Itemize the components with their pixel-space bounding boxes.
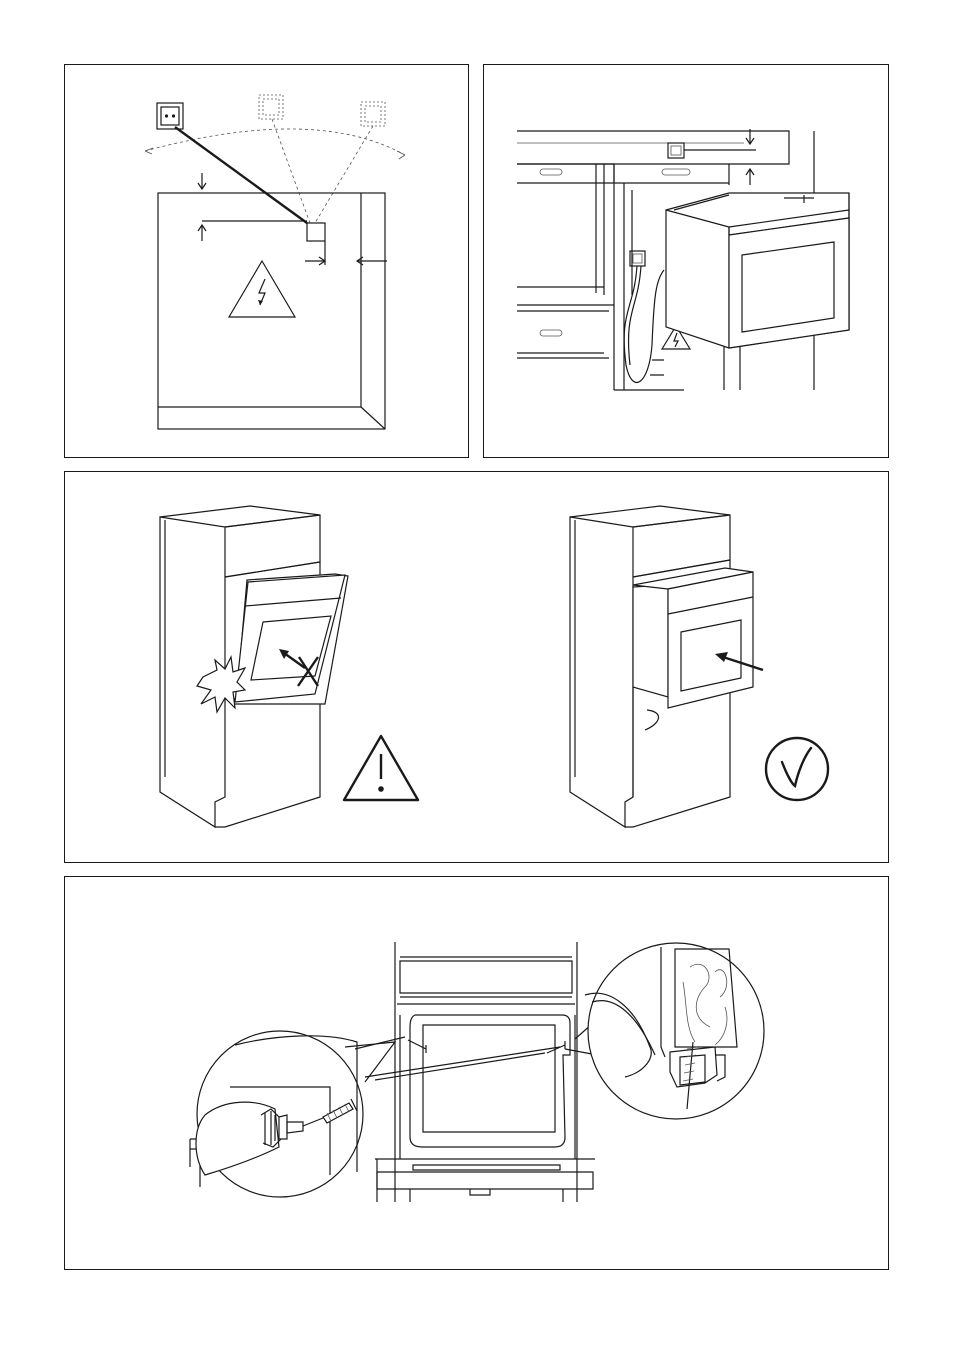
worktop [517,131,789,164]
screw-fixing-diagram [65,877,888,1269]
socket-icon [157,103,183,129]
junction-box [307,223,325,241]
warning-icon [344,736,418,800]
socket-icon [668,143,684,158]
panel-door-hinge-clearance [64,471,889,863]
socket-option-icon [361,102,385,126]
check-icon [766,738,828,800]
socket-option-icon [259,95,283,119]
panel-oven-connection [483,64,889,458]
electric-warning-icon [229,261,295,317]
oven-inserted [633,568,753,730]
magnifier-icon [565,943,764,1119]
built-in-oven [375,942,595,1202]
power-cable [175,127,307,223]
socket-position-diagram [65,65,468,457]
dimension-arrow-icon [684,129,756,185]
oven [666,193,849,348]
oven-door-tilted [233,574,348,704]
oven-connection-diagram [484,65,888,457]
screw-icon [547,1041,565,1053]
cabinet-outline [158,193,385,429]
door-clearance-diagram [65,472,888,862]
dimension-arrow-icon [198,173,387,265]
panel-socket-position [64,64,469,458]
panel-screw-fixing [64,876,889,1270]
